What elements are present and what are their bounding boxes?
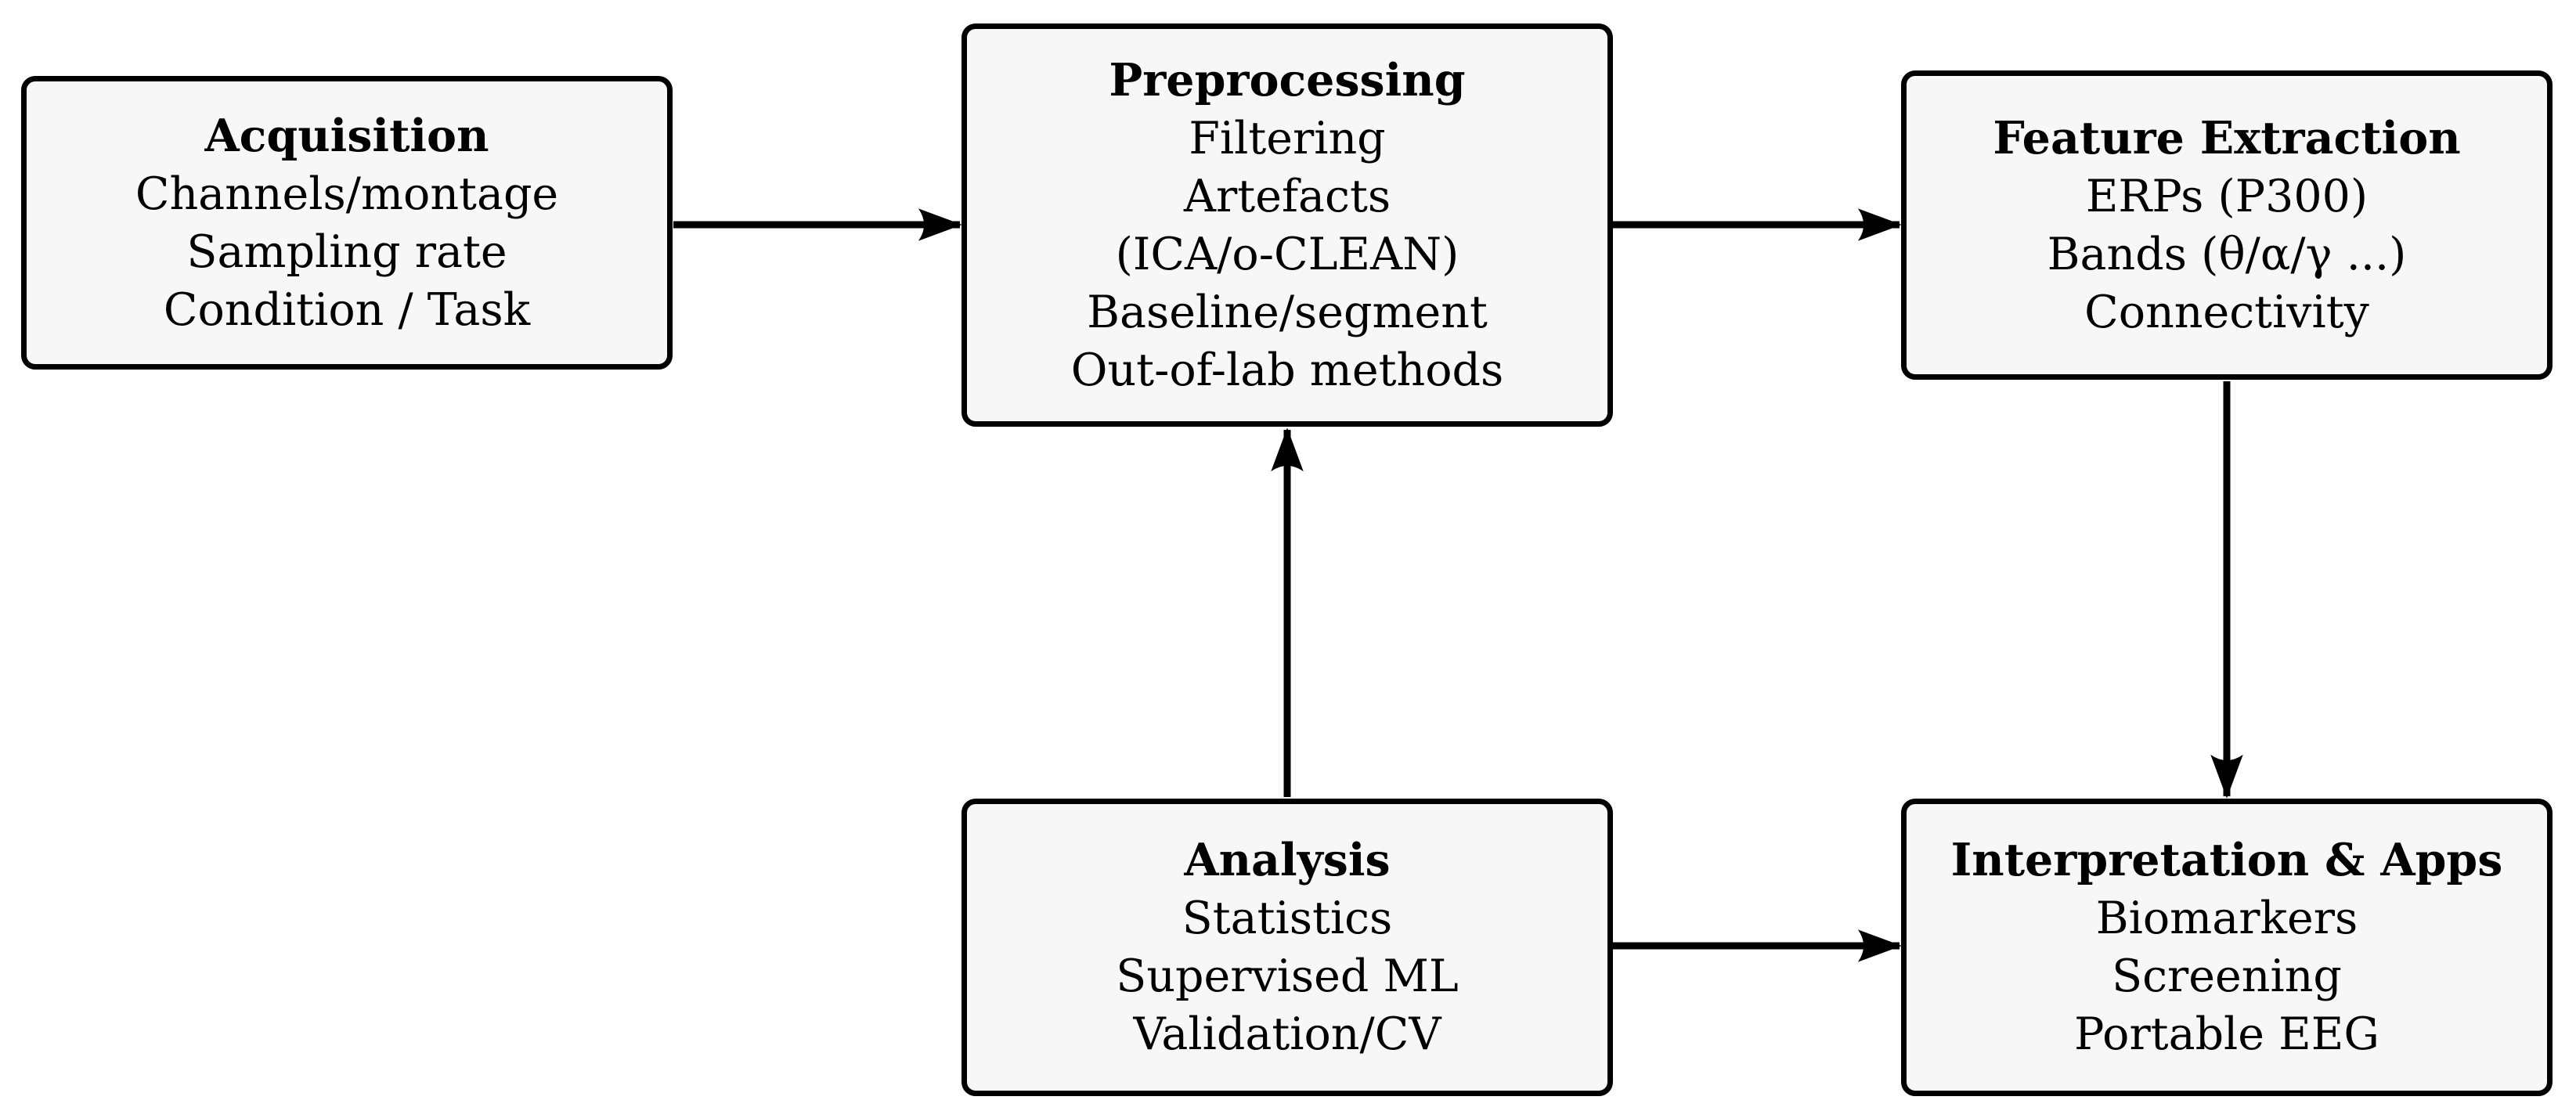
node-analysis-item: Validation/CV bbox=[1133, 1008, 1441, 1060]
node-preprocessing-item: Artefacts bbox=[1183, 170, 1391, 222]
node-interpretation-apps-title: Interpretation & Apps bbox=[1950, 834, 2503, 886]
node-analysis-item: Statistics bbox=[1182, 893, 1393, 944]
node-feature-extraction-item: Bands (θ/α/γ ...) bbox=[2047, 228, 2407, 280]
node-preprocessing-item: Filtering bbox=[1189, 112, 1386, 164]
node-feature-extraction-item: Connectivity bbox=[2084, 286, 2369, 338]
node-preprocessing-item: (ICA/o-CLEAN) bbox=[1115, 228, 1459, 280]
node-interpretation-apps-item: Screening bbox=[2112, 950, 2342, 1002]
node-interpretation-apps-item: Portable EEG bbox=[2074, 1008, 2379, 1060]
node-preprocessing-title: Preprocessing bbox=[1109, 53, 1466, 106]
node-acquisition-item: Sampling rate bbox=[186, 225, 507, 278]
node-feature-extraction-title: Feature Extraction bbox=[1993, 111, 2461, 164]
node-acquisition: Acquisition Channels/montage Sampling ra… bbox=[21, 76, 673, 370]
node-interpretation-apps-item: Biomarkers bbox=[2095, 893, 2358, 944]
node-analysis-title: Analysis bbox=[1184, 834, 1391, 886]
node-acquisition-item: Channels/montage bbox=[135, 168, 559, 220]
node-feature-extraction-item: ERPs (P300) bbox=[2085, 170, 2369, 222]
node-feature-extraction: Feature Extraction ERPs (P300) Bands (θ/… bbox=[1901, 70, 2553, 380]
node-acquisition-title: Acquisition bbox=[204, 109, 489, 162]
node-analysis: Analysis Statistics Supervised ML Valida… bbox=[961, 799, 1613, 1096]
node-preprocessing: Preprocessing Filtering Artefacts (ICA/o… bbox=[961, 23, 1613, 427]
node-preprocessing-item: Out-of-lab methods bbox=[1070, 344, 1504, 396]
node-interpretation-apps: Interpretation & Apps Biomarkers Screeni… bbox=[1901, 799, 2553, 1096]
node-preprocessing-item: Baseline/segment bbox=[1087, 286, 1488, 338]
node-analysis-item: Supervised ML bbox=[1116, 950, 1459, 1002]
node-acquisition-item: Condition / Task bbox=[163, 283, 531, 336]
